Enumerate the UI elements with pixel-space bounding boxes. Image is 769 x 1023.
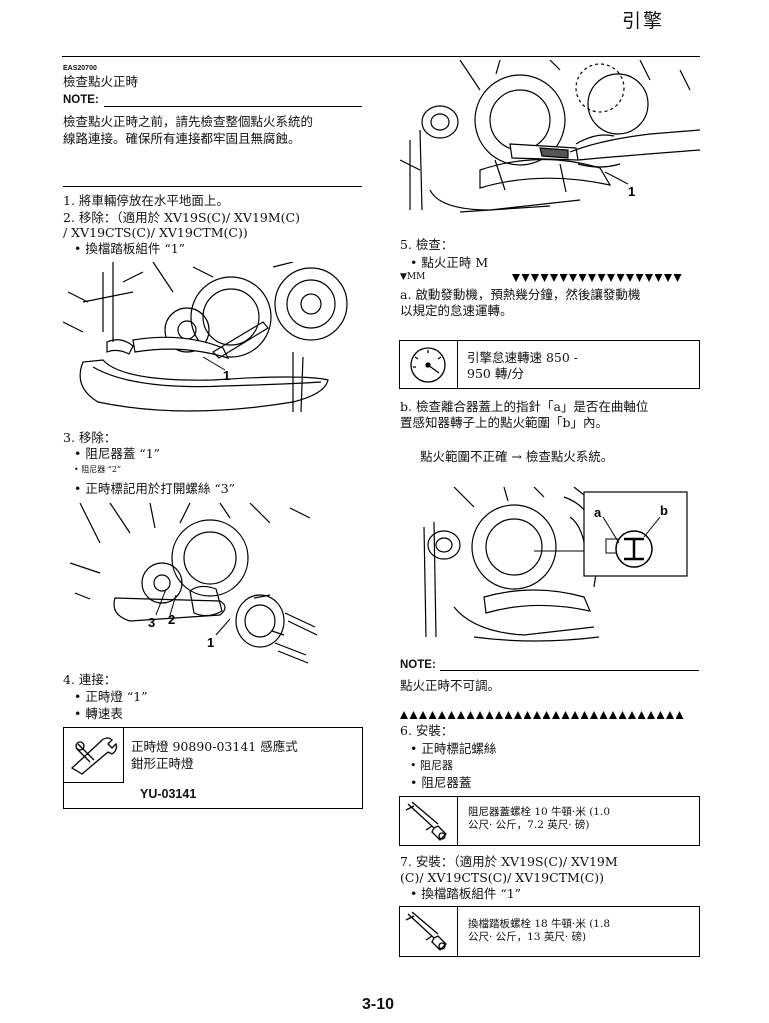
tool-line-1: 正時燈 90890-03141 感應式 [131, 739, 298, 754]
step-5-bullet-1: • 點火正時 M [410, 255, 489, 270]
step-2-bullet-1: • 換檔踏板組件 “1” [74, 241, 186, 256]
step-3-bullet-3: • 正時標記用於打開螺絲 “3” [74, 481, 236, 496]
step-5a-line-2: 以規定的怠速運轉。 [400, 303, 513, 318]
step-5: 5. 檢查： [400, 237, 454, 252]
step-7-line-2: (C)/ XV19CTS(C)/ XV19CTM(C)) [400, 870, 605, 885]
note-line-1: 檢查點火正時之前，請先檢查整個點火系統的 [63, 114, 314, 129]
note-line-2: 線路連接。確保所有連接都牢固且無腐蝕。 [63, 131, 301, 146]
wrench-icon [68, 734, 118, 780]
idle-spec-line-1: 引擎怠速轉速 850 - [467, 350, 579, 365]
torque-damper-line-2: 公尺· 公斤，7.2 英尺· 磅) [468, 819, 590, 831]
idle-spec-line-2: 950 轉/分 [467, 366, 525, 381]
section-heading: 檢查點火正時 [63, 74, 139, 89]
torque-damper-line-1: 阻尼器蓋螺栓 10 牛頓·米 (1.0 [468, 806, 611, 818]
step-7-bullet-1: • 換檔踏板組件 “1” [410, 886, 522, 901]
figure-timing-light: 1 [400, 60, 700, 230]
page-number: 3-10 [362, 996, 395, 1013]
step-1: 1. 將車輛停放在水平地面上。 [63, 193, 229, 208]
torque-box-pedal-divider [457, 906, 458, 957]
tool-box-icon-rule [63, 782, 123, 783]
step-6-bullet-1: • 正時標記螺絲 [410, 741, 497, 756]
figure-damper-cover: 3 2 1 [70, 503, 330, 668]
section-code: EAS20700 [63, 65, 97, 72]
section-title: 引擎 [622, 10, 665, 32]
torque-box-pedal [399, 906, 700, 957]
note-rule [104, 106, 362, 107]
torque-box-damper-divider [457, 796, 458, 846]
step-4-bullet-2: • 轉速表 [74, 706, 123, 721]
step-5a-line-1: a. 啟動發動機，預熱幾分鐘，然後讓發動機 [400, 287, 641, 302]
step-6-bullet-2: • 阻尼器 [410, 759, 453, 772]
fig1-callout-1: 1 [223, 368, 230, 383]
step-5b-line-2: 置感知器轉子上的點火範圍「b」內。 [400, 415, 609, 430]
note-end-rule [63, 186, 362, 187]
tool-line-2: 鉗形正時燈 [131, 756, 194, 771]
tool-code: YU-03141 [140, 787, 197, 801]
step-3-bullet-1: • 阻尼器蓋 “1” [74, 446, 161, 461]
torque-pedal-line-2: 公尺· 公斤，13 英尺· 磅) [468, 931, 587, 943]
torque-wrench-icon [404, 800, 452, 846]
fig4-callout-b: b [660, 503, 668, 518]
fig2-callout-2: 2 [168, 612, 175, 627]
step-4: 4. 連接： [63, 672, 117, 687]
note-label: NOTE: [63, 94, 99, 106]
fig4-callout-a: a [594, 505, 602, 520]
step-4-bullet-1: • 正時燈 “1” [74, 689, 148, 704]
right-note-rule [440, 670, 699, 671]
figure-shift-pedal: 1 [63, 262, 358, 422]
header-rule [62, 56, 700, 57]
right-note-label: NOTE: [400, 659, 436, 671]
step-6: 6. 安裝： [400, 723, 454, 738]
step-2-line-1: 2. 移除：（適用於 XV19S(C)/ XV19M(C) [63, 210, 300, 225]
figure-timing-marks: a b [414, 487, 692, 652]
fig2-callout-1: 1 [207, 635, 214, 650]
step-3-bullet-2: • 阻尼器 “2” [74, 465, 122, 474]
torque-box-damper [399, 796, 700, 846]
step-2-line-2: / XV19CTS(C)/ XV19CTM(C)) [63, 225, 248, 240]
tachometer-icon [405, 345, 451, 389]
fig2-callout-3: 3 [148, 615, 155, 630]
idle-spec-box [399, 340, 700, 389]
tool-box [63, 727, 363, 809]
mm-start-marker: ▼MM [400, 272, 426, 282]
step-6-bullet-3: • 阻尼器蓋 [410, 775, 472, 790]
step-5b-line-1: b. 檢查離合器蓋上的指針「a」是否在曲軸位 [400, 399, 649, 414]
right-note-text: 點火正時不可調。 [400, 678, 501, 693]
step-7-line-1: 7. 安裝：（適用於 XV19S(C)/ XV19M [400, 854, 618, 869]
tool-box-divider [123, 727, 124, 783]
torque-wrench-icon [404, 910, 452, 956]
mm-end-triangles [400, 710, 685, 719]
idle-spec-divider [457, 340, 458, 389]
range-check-line: 點火範圍不正確 → 檢查點火系統。 [420, 449, 614, 464]
step-3: 3. 移除： [63, 430, 117, 445]
fig3-callout-1: 1 [628, 184, 635, 199]
torque-pedal-line-1: 換檔踏板螺栓 18 牛頓·米 (1.8 [468, 918, 611, 930]
mm-start-triangles [512, 273, 683, 282]
